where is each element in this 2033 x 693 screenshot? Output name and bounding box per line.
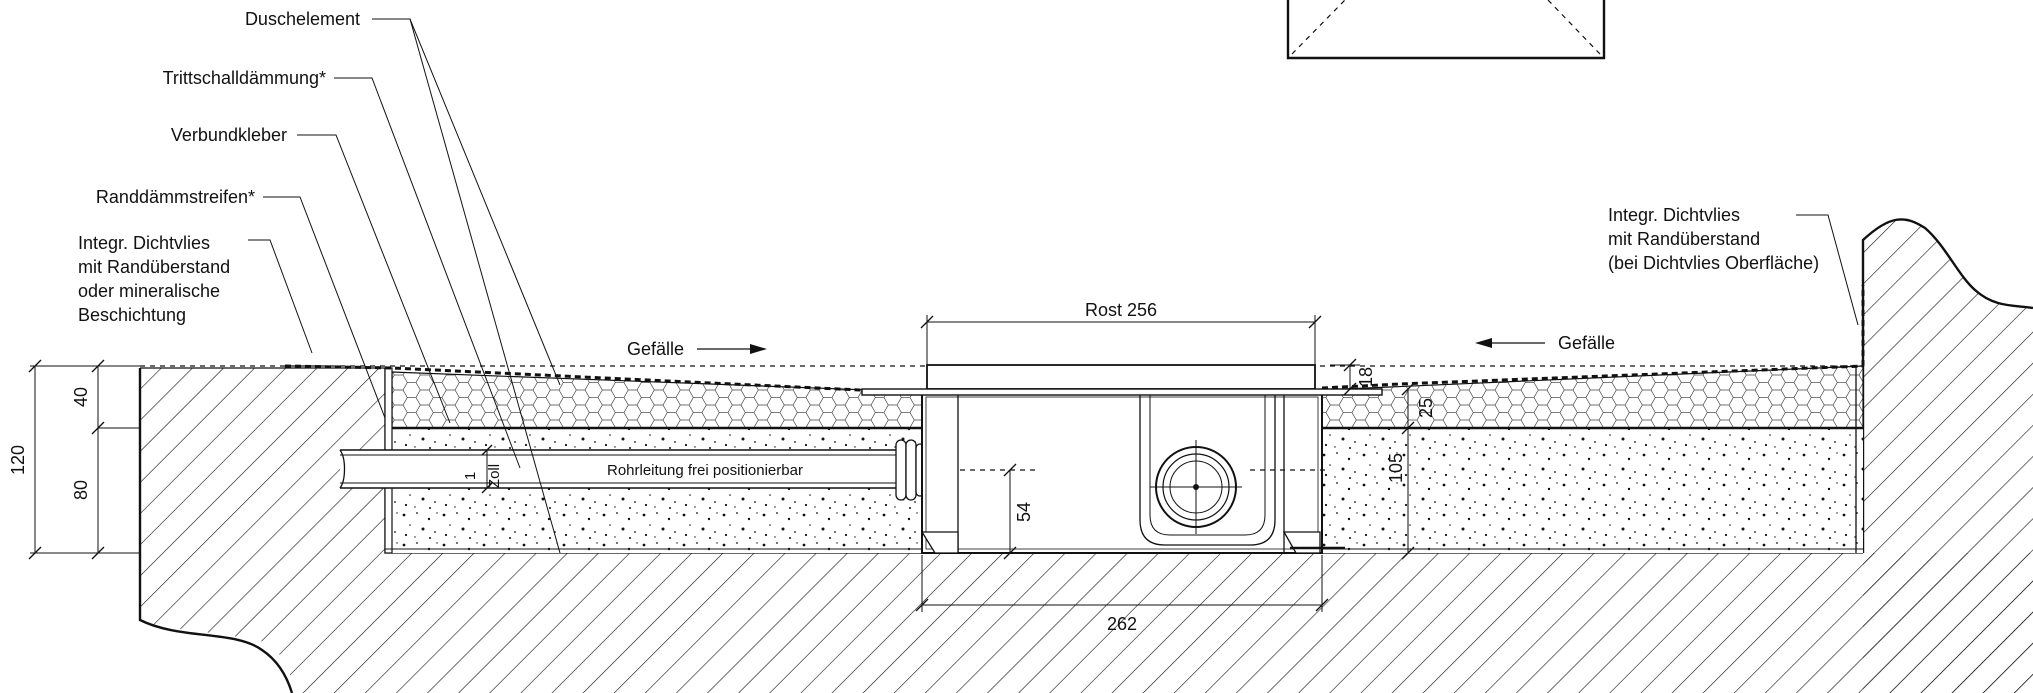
right-wall — [1861, 218, 2033, 693]
label-gefaelle-right: Gefälle — [1558, 333, 1615, 353]
dim-rost: Rost 256 — [1085, 300, 1157, 320]
dim-262: 262 — [1107, 614, 1137, 634]
label-dichtvlies-right-line2: mit Randüberstand — [1608, 229, 1760, 249]
label-rohrleitung: Rohrleitung frei positionierbar — [607, 462, 803, 479]
label-dichtvlies-left-line4: Beschichtung — [78, 305, 186, 325]
label-zoll-number: 1 — [462, 472, 479, 480]
dim-54: 54 — [1014, 502, 1034, 522]
dim-80: 80 — [71, 480, 91, 500]
label-duschelement: Duschelement — [245, 9, 360, 29]
sealing-fleece-left — [284, 364, 922, 392]
screed-layer-right — [1322, 428, 1863, 553]
label-randdaemmstreifen: Randdämmstreifen* — [96, 187, 255, 207]
label-dichtvlies-right-line1: Integr. Dichtvlies — [1608, 205, 1740, 225]
label-gefaelle-left: Gefälle — [627, 339, 684, 359]
dim-105: 105 — [1386, 453, 1406, 483]
callout-labels: Duschelement Trittschalldämmung* Verbund… — [78, 9, 1819, 488]
leader-lines — [248, 18, 1859, 554]
dim-18: 18 — [1356, 367, 1376, 387]
drain-grate — [861, 364, 1383, 396]
detail-frame — [1286, 0, 1606, 60]
slope-arrows — [697, 338, 1545, 354]
screed-layer-left — [392, 428, 922, 553]
dim-25: 25 — [1416, 398, 1436, 418]
label-dichtvlies-left-line2: mit Randüberstand — [78, 257, 230, 277]
drain-body — [920, 392, 1345, 554]
label-verbundkleber: Verbundkleber — [171, 125, 287, 145]
label-trittschalldaemmung: Trittschalldämmung* — [163, 68, 326, 88]
dimension-lines — [28, 315, 1415, 612]
label-dichtvlies-right-line3: (bei Dichtvlies Oberfläche) — [1608, 253, 1819, 273]
dimension-values: Rost 256 262 120 40 80 54 18 25 105 — [8, 300, 1436, 634]
dim-40: 40 — [71, 387, 91, 407]
label-dichtvlies-left-line1: Integr. Dichtvlies — [78, 233, 210, 253]
label-dichtvlies-left-line3: oder mineralische — [78, 281, 220, 301]
drain-pipe — [339, 439, 925, 501]
dim-120: 120 — [8, 445, 28, 475]
label-zoll-unit: Zoll — [486, 464, 503, 488]
